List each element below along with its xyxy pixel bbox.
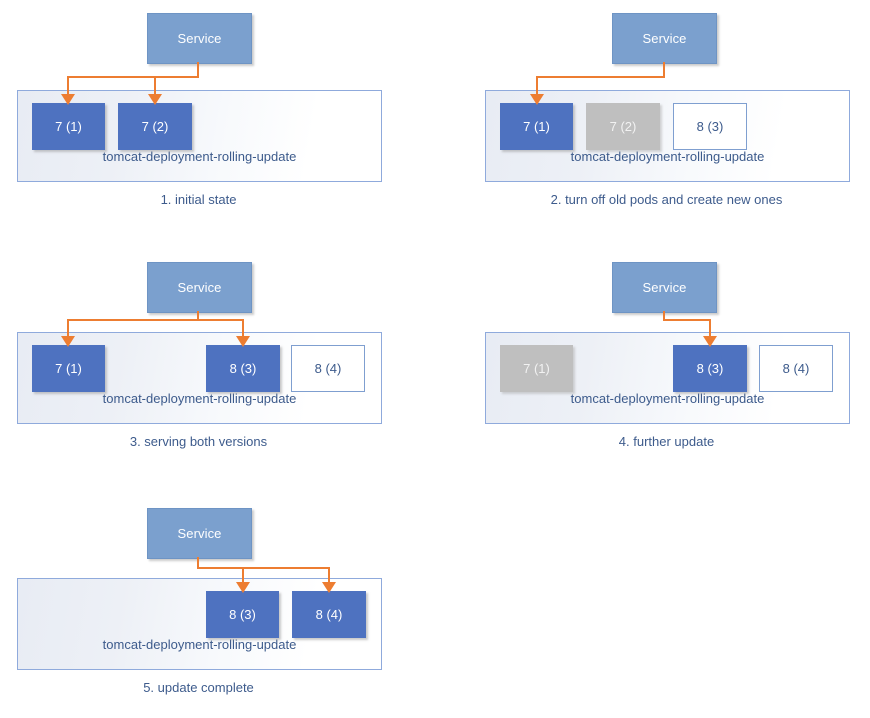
deployment-name-label: tomcat-deployment-rolling-update <box>102 637 297 652</box>
service-box: Service <box>147 13 252 64</box>
panel-caption: 4. further update <box>618 434 715 449</box>
pod-label: 7 (2) <box>609 119 637 134</box>
pod-box: 8 (3) <box>206 345 280 392</box>
pod-box: 8 (3) <box>673 103 747 150</box>
pod-box: 7 (2) <box>586 103 660 150</box>
pod-box: 7 (1) <box>500 103 573 150</box>
pod-box: 8 (3) <box>673 345 747 392</box>
service-label: Service <box>177 526 222 541</box>
pod-box: 8 (4) <box>291 345 365 392</box>
pod-label: 7 (1) <box>55 361 82 376</box>
pod-label: 8 (3) <box>229 607 256 622</box>
service-label: Service <box>177 31 222 46</box>
panel-caption: 5. update complete <box>143 680 254 695</box>
service-box: Service <box>147 262 252 313</box>
pod-box: 7 (1) <box>32 345 105 392</box>
pod-box: 7 (1) <box>32 103 105 150</box>
deployment-name-label: tomcat-deployment-rolling-update <box>570 391 765 406</box>
service-label: Service <box>642 280 687 295</box>
service-label: Service <box>642 31 687 46</box>
panel-caption: 3. serving both versions <box>129 434 268 449</box>
pod-label: 8 (3) <box>229 361 257 376</box>
deployment-name-label: tomcat-deployment-rolling-update <box>570 149 765 164</box>
pod-label: 8 (3) <box>696 119 724 134</box>
pod-label: 7 (2) <box>141 119 169 134</box>
pod-label: 7 (1) <box>523 361 550 376</box>
service-box: Service <box>612 13 717 64</box>
pod-label: 8 (3) <box>696 361 724 376</box>
pod-label: 7 (1) <box>523 119 550 134</box>
pod-label: 8 (4) <box>315 607 343 622</box>
pod-label: 8 (4) <box>782 361 810 376</box>
pod-box: 8 (3) <box>206 591 279 638</box>
deployment-container: tomcat-deployment-rolling-update <box>485 90 850 182</box>
pod-box: 7 (2) <box>118 103 192 150</box>
pod-box: 8 (4) <box>292 591 366 638</box>
pod-box: 7 (1) <box>500 345 573 392</box>
deployment-name-label: tomcat-deployment-rolling-update <box>102 149 297 164</box>
panel-caption: 2. turn off old pods and create new ones <box>550 192 783 207</box>
pod-label: 8 (4) <box>314 361 342 376</box>
deployment-name-label: tomcat-deployment-rolling-update <box>102 391 297 406</box>
panel-caption: 1. initial state <box>160 192 237 207</box>
service-box: Service <box>147 508 252 559</box>
pod-box: 8 (4) <box>759 345 833 392</box>
service-box: Service <box>612 262 717 313</box>
service-label: Service <box>177 280 222 295</box>
pod-label: 7 (1) <box>55 119 82 134</box>
